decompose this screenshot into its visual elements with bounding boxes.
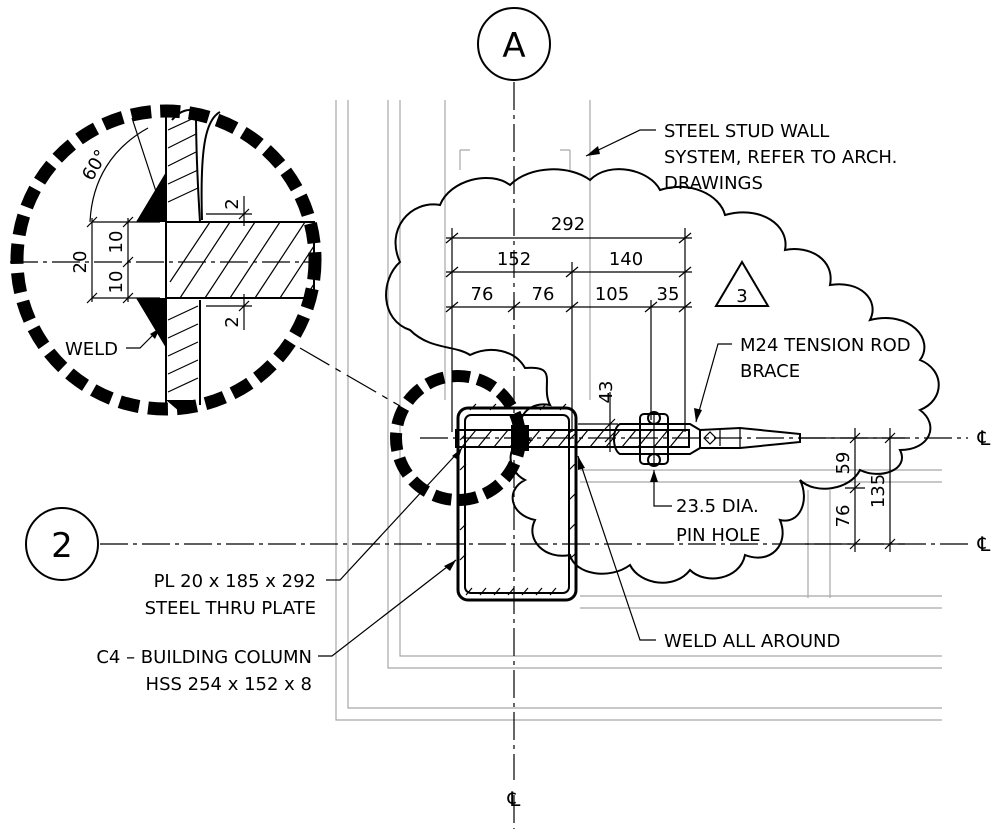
weld-all-around-label: WELD ALL AROUND: [664, 631, 840, 652]
dim-292: 292: [551, 214, 585, 235]
centerline-symbol-right-bottom: ℄: [977, 532, 991, 556]
note-thru-plate: PL 20 x 185 x 292 STEEL THRU PLATE: [145, 447, 463, 619]
thru-plate-line-1: PL 20 x 185 x 292: [154, 571, 316, 592]
grid-bubble-2-label: 2: [51, 526, 73, 566]
note-pin-hole: 23.5 DIA. PIN HOLE: [650, 470, 760, 546]
column-line-2: HSS 254 x 152 x 8: [146, 674, 312, 695]
detail-dim-10-bot: 10: [106, 271, 127, 294]
dim-135: 135: [868, 474, 889, 508]
stud-wall-line-3: DRAWINGS: [664, 173, 763, 194]
dimension-strings: 292 152 140 76 76 105 35 43 59 76 135: [445, 214, 905, 552]
detail-weld-label: WELD: [65, 339, 118, 360]
revision-triangle: 3: [714, 260, 770, 307]
detail-dim-gap-bot: 2: [222, 316, 243, 327]
note-column: C4 – BUILDING COLUMN HSS 254 x 152 x 8: [96, 559, 457, 695]
detail-dim-gap-top: 2: [222, 198, 243, 209]
dim-76-b: 76: [532, 284, 555, 305]
dim-105: 105: [595, 284, 629, 305]
detail-leader: [299, 347, 401, 407]
detail-angle: 60°: [78, 146, 112, 184]
centerline-symbol-bottom: ℄: [507, 787, 521, 811]
centerline-symbol-right-top: ℄: [977, 426, 991, 450]
grid-bubble-a: A: [477, 7, 551, 81]
grid-bubble-a-label: A: [502, 26, 525, 66]
dim-140: 140: [609, 249, 643, 270]
stud-wall-line-1: STEEL STUD WALL: [664, 121, 829, 142]
dim-152: 152: [497, 249, 531, 270]
tension-rod-clevis: [613, 411, 801, 467]
grid-bubble-2: 2: [25, 507, 99, 581]
revision-number: 3: [736, 286, 747, 307]
dim-76-vert: 76: [833, 505, 854, 528]
tension-rod-line-2: BRACE: [740, 361, 800, 382]
thru-plate-line-2: STEEL THRU PLATE: [145, 598, 316, 619]
column-line-1: C4 – BUILDING COLUMN: [96, 647, 312, 668]
note-stud-wall: STEEL STUD WALL SYSTEM, REFER TO ARCH. D…: [585, 121, 897, 194]
detail-dim-20: 20: [70, 251, 91, 274]
dim-35: 35: [657, 284, 680, 305]
wall-outlines: [335, 100, 942, 721]
note-tension-rod: M24 TENSION ROD BRACE: [694, 335, 911, 423]
pin-hole-line-1: 23.5 DIA.: [676, 496, 759, 517]
dim-59: 59: [833, 452, 854, 475]
stud-wall-line-2: SYSTEM, REFER TO ARCH.: [664, 147, 897, 168]
detail-callout-ring: [390, 370, 526, 506]
pin-hole-line-2: PIN HOLE: [676, 525, 760, 546]
dim-43: 43: [596, 381, 617, 404]
weld-detail-enlargement: 20 10 10 2 2 60° WELD: [10, 104, 322, 416]
tension-rod-line-1: M24 TENSION ROD: [740, 335, 911, 356]
detail-dim-10-top: 10: [106, 231, 127, 254]
revision-cloud: [385, 168, 940, 584]
note-weld-all-around: WELD ALL AROUND: [577, 455, 840, 652]
dim-76-a: 76: [471, 284, 494, 305]
